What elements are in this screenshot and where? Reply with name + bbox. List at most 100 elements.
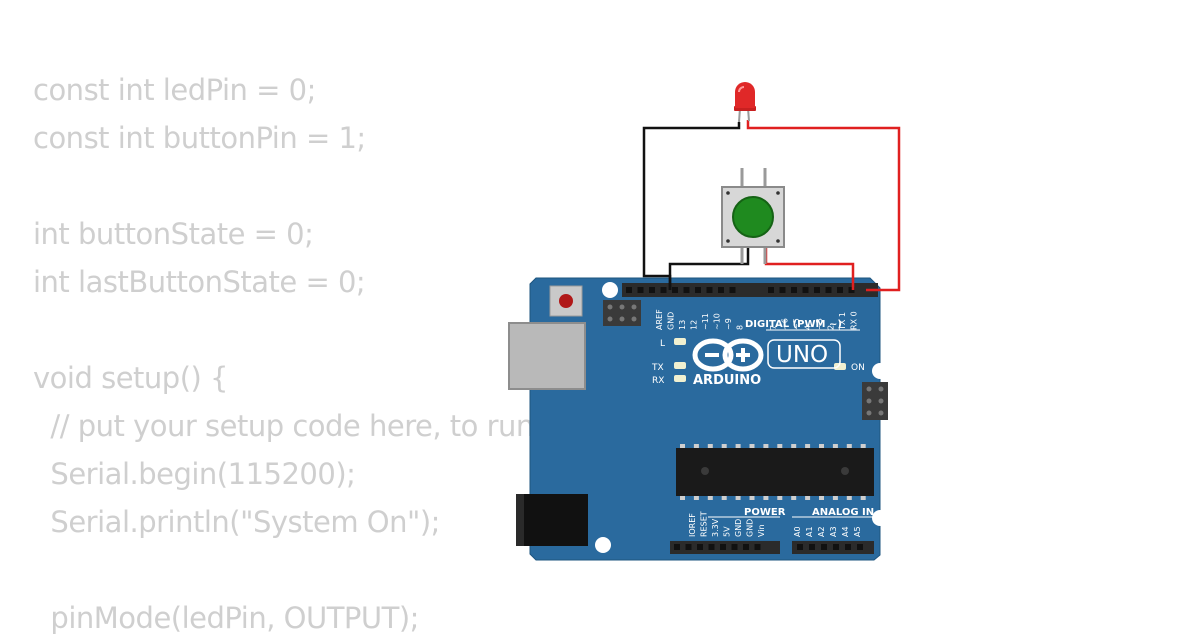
pin-label: ~5 <box>792 318 801 330</box>
header-pin <box>697 544 703 550</box>
pin-label: 5V <box>723 526 732 537</box>
chip-pin <box>763 444 769 448</box>
chip-pin <box>805 496 811 500</box>
wire-red-led-anode[interactable] <box>746 120 901 292</box>
pin-label: GND <box>746 519 755 537</box>
mounting-hole <box>602 282 618 298</box>
chip-pin <box>832 444 838 448</box>
chip-pin <box>680 496 685 500</box>
mounting-hole <box>872 363 888 379</box>
pin-label: RESET <box>700 511 709 537</box>
wire-black-button-gnd[interactable] <box>668 246 750 290</box>
header-pin <box>768 287 774 293</box>
header-pin <box>845 544 851 550</box>
mounting-hole <box>595 537 611 553</box>
pin-label: A1 <box>805 526 814 537</box>
on-led <box>834 363 846 370</box>
power-header-label: POWER <box>744 507 786 518</box>
header-pin <box>626 287 632 293</box>
header-pin <box>708 544 715 550</box>
header-pin <box>674 544 680 550</box>
pin-label: A2 <box>817 526 826 537</box>
chip-pin <box>791 496 797 500</box>
header-pin <box>743 544 749 550</box>
icsp-header-right <box>862 382 888 420</box>
pin-label: GND <box>734 519 743 537</box>
pin-label: ~10 <box>713 313 722 330</box>
tx-led-label: TX <box>651 363 664 373</box>
digital-header-left <box>622 283 786 297</box>
chip-pin <box>721 496 727 500</box>
chip-pin <box>860 444 866 448</box>
rx-led-label: RX <box>652 376 664 386</box>
pin-label: A5 <box>853 526 862 537</box>
code-line: int lastButtonState = 0; <box>33 265 366 299</box>
chip-pin <box>693 444 699 448</box>
pin-label: TX 1 <box>838 312 847 331</box>
header-pin <box>837 287 843 293</box>
pin-label: 13 <box>678 320 687 330</box>
chip-pin <box>805 444 811 448</box>
chip-pin <box>777 496 783 500</box>
l-led <box>674 338 686 345</box>
usb-connector <box>508 322 586 390</box>
red-led[interactable] <box>734 82 756 123</box>
header-pin <box>821 544 827 550</box>
pin-label: ~11 <box>701 313 710 330</box>
chip-pin <box>819 444 824 448</box>
header-pin <box>672 287 678 293</box>
header-pin <box>695 287 701 293</box>
code-line: void setup() { <box>33 361 228 395</box>
chip-pin <box>819 496 824 500</box>
chip-pin <box>763 496 769 500</box>
chip-pin <box>707 444 713 448</box>
code-line: const int buttonPin = 1; <box>33 121 366 155</box>
pin-label: ~3 <box>815 318 824 330</box>
header-pin <box>660 287 667 293</box>
code-line: int buttonState = 0; <box>33 217 314 251</box>
pin-label: 8 <box>736 325 745 330</box>
header-pin <box>857 544 863 550</box>
header-pin <box>729 287 736 293</box>
header-pin <box>791 287 797 293</box>
header-pin <box>797 544 803 550</box>
pushbutton[interactable] <box>721 168 785 264</box>
pin-label: A4 <box>841 526 850 537</box>
chip-pin <box>707 496 713 500</box>
pin-label: 7 <box>769 325 778 330</box>
chip-pin <box>680 444 685 448</box>
header-pin <box>718 287 724 293</box>
arduino-logo <box>692 338 764 372</box>
dc-power-jack <box>516 494 588 546</box>
chip-pin <box>721 444 727 448</box>
chip-pin <box>693 496 699 500</box>
analog-header-label: ANALOG IN <box>812 507 874 518</box>
atmega-chip <box>676 444 874 500</box>
rx-led <box>674 375 686 382</box>
header-pin <box>637 287 644 293</box>
power-header <box>670 541 780 554</box>
chip-pin <box>777 444 783 448</box>
chip-pin <box>749 444 755 448</box>
arduino-brand-label: ARDUINO <box>693 373 761 388</box>
pin-label: A3 <box>829 526 838 537</box>
chip-pin <box>791 444 797 448</box>
code-line: const int ledPin = 0; <box>33 73 316 107</box>
header-pin <box>825 287 832 293</box>
chip-pin <box>832 496 838 500</box>
header-pin <box>814 287 820 293</box>
pin-label: ~9 <box>724 318 733 330</box>
reset-button[interactable] <box>549 285 583 317</box>
chip-pin <box>846 444 852 448</box>
pin-label: 2 <box>827 325 836 330</box>
pin-label: 12 <box>690 320 699 330</box>
pin-label: 3.3V <box>711 518 720 537</box>
header-pin <box>802 287 809 293</box>
header-pin <box>848 287 855 293</box>
header-pin <box>779 287 786 293</box>
chip-pin <box>860 496 866 500</box>
header-pin <box>706 287 713 293</box>
header-pin <box>683 287 690 293</box>
